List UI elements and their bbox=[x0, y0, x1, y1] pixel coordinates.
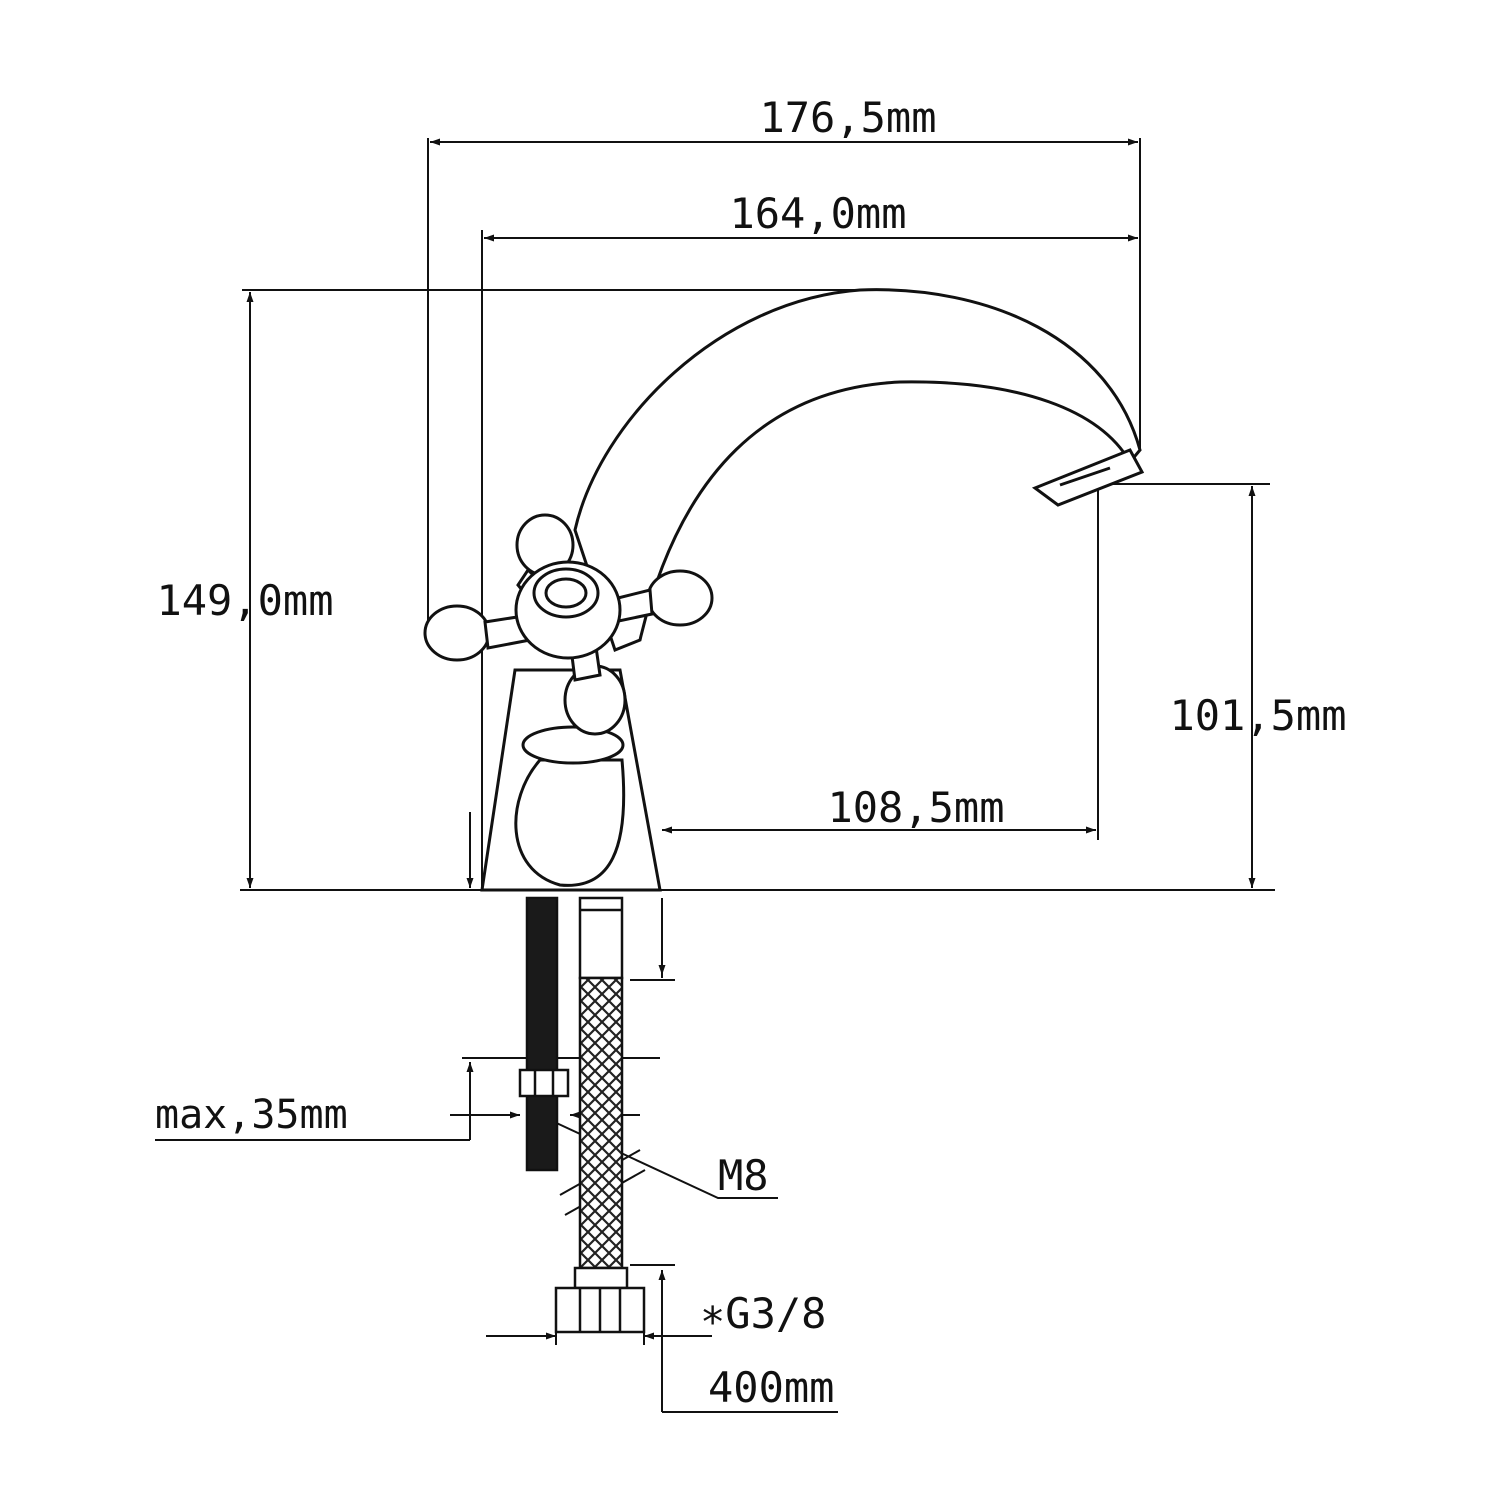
handle-arm-right bbox=[646, 569, 714, 627]
label-hose-length: 400mm bbox=[708, 1363, 834, 1412]
valve-collar bbox=[521, 725, 625, 765]
label-hose-connection: ∗G3/8 bbox=[700, 1289, 826, 1338]
under-counter bbox=[518, 896, 646, 1334]
braided-hose bbox=[578, 976, 624, 1270]
hose-bottom-ferrule bbox=[573, 1266, 629, 1290]
aerator-detail bbox=[1059, 466, 1111, 487]
label-overall-width: 176,5mm bbox=[759, 93, 936, 142]
label-threaded-rod: M8 bbox=[718, 1151, 769, 1200]
label-outlet-height: 101,5mm bbox=[1169, 691, 1346, 740]
rod-nut bbox=[518, 1068, 570, 1098]
label-outlet-to-body: 108,5mm bbox=[827, 783, 1004, 832]
spout bbox=[573, 288, 1142, 652]
hose-top-fitting bbox=[578, 896, 624, 980]
handle-cap-inner bbox=[544, 577, 588, 609]
label-total-height: 149,0mm bbox=[156, 576, 333, 625]
label-max-counter-thickness: max,35mm bbox=[155, 1092, 348, 1138]
base-oval bbox=[514, 758, 626, 887]
spout-aerator bbox=[1031, 448, 1145, 507]
threaded-rod bbox=[525, 896, 559, 1172]
faucet bbox=[423, 288, 1145, 892]
label-spout-reach: 164,0mm bbox=[729, 189, 906, 238]
handle-arm-left bbox=[423, 604, 491, 662]
